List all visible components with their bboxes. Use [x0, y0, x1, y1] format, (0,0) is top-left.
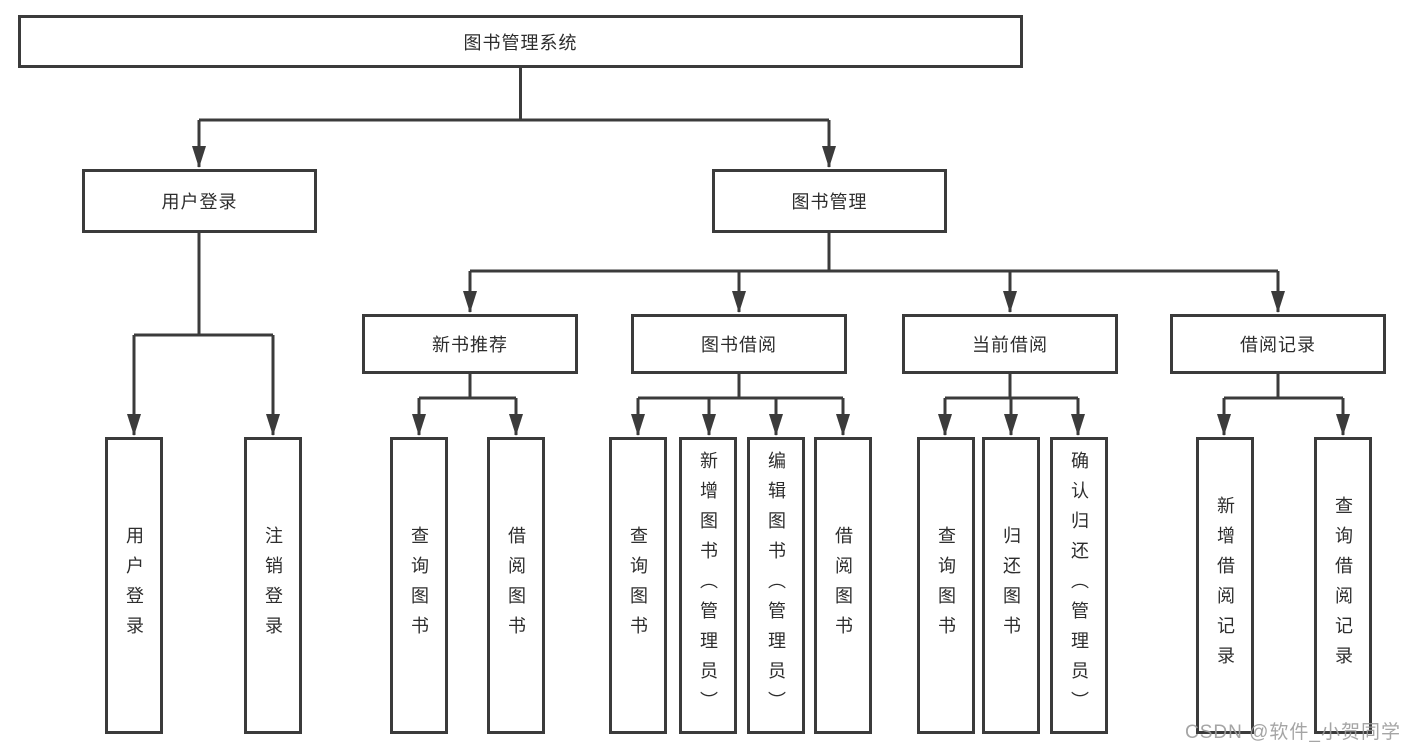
node-query-borrow-record: 查询借阅记录 — [1314, 437, 1372, 734]
connector-user-login-stem — [134, 233, 273, 337]
node-label: 新增借阅记录 — [1215, 495, 1235, 676]
node-query-books-borrowing: 查询图书 — [609, 437, 667, 734]
connector-new-book-stem — [419, 374, 516, 400]
csdn-watermark: CSDN @软件_小贺同学 — [1185, 722, 1401, 743]
node-label: 查询图书 — [409, 525, 429, 646]
node-return-book: 归还图书 — [982, 437, 1040, 734]
node-current-borrowing: 当前借阅 — [902, 314, 1118, 374]
node-book-borrowing: 图书借阅 — [631, 314, 847, 374]
node-label: 归还图书 — [1001, 525, 1021, 646]
node-label: 查询图书 — [936, 525, 956, 646]
node-add-borrow-record: 新增借阅记录 — [1196, 437, 1254, 734]
node-label: 查询图书 — [628, 525, 648, 646]
connector-borrow-records-stem — [1224, 374, 1343, 400]
node-label: 查询借阅记录 — [1333, 495, 1353, 676]
node-user-login: 用户登录 — [82, 169, 317, 233]
node-label: 用户登录 — [124, 525, 144, 646]
connector-current-borrow-stem — [945, 374, 1078, 400]
connector-book-management-stem — [470, 233, 1278, 273]
node-confirm-return-admin: 确认归还（管理员） — [1050, 437, 1108, 734]
node-label: 新增图书（管理员） — [698, 450, 718, 721]
node-library-management-system: 图书管理系统 — [18, 15, 1023, 68]
node-query-books-recommend: 查询图书 — [390, 437, 448, 734]
node-label: 借阅记录 — [1240, 335, 1316, 355]
node-new-book-recommendation: 新书推荐 — [362, 314, 578, 374]
node-book-management: 图书管理 — [712, 169, 947, 233]
node-label: 图书管理 — [791, 192, 868, 212]
node-label: 图书管理系统 — [463, 32, 578, 53]
node-borrow-books-recommend: 借阅图书 — [487, 437, 545, 734]
node-label: 注销登录 — [263, 525, 283, 646]
connector-book-borrow-stem — [638, 374, 843, 400]
node-label: 借阅图书 — [506, 525, 526, 646]
node-add-book-admin: 新增图书（管理员） — [679, 437, 737, 734]
node-label: 图书借阅 — [701, 335, 777, 355]
node-edit-book-admin: 编辑图书（管理员） — [747, 437, 805, 734]
node-label: 新书推荐 — [432, 335, 508, 355]
node-query-books-current: 查询图书 — [917, 437, 975, 734]
node-label: 编辑图书（管理员） — [766, 450, 786, 721]
node-logout-leaf: 注销登录 — [244, 437, 302, 734]
node-label: 确认归还（管理员） — [1069, 450, 1089, 721]
node-label: 当前借阅 — [972, 335, 1048, 355]
node-borrow-books-borrowing: 借阅图书 — [814, 437, 872, 734]
node-label: 用户登录 — [161, 192, 238, 212]
node-label: 借阅图书 — [833, 525, 853, 646]
node-borrowing-records: 借阅记录 — [1170, 314, 1386, 374]
node-login-leaf: 用户登录 — [105, 437, 163, 734]
